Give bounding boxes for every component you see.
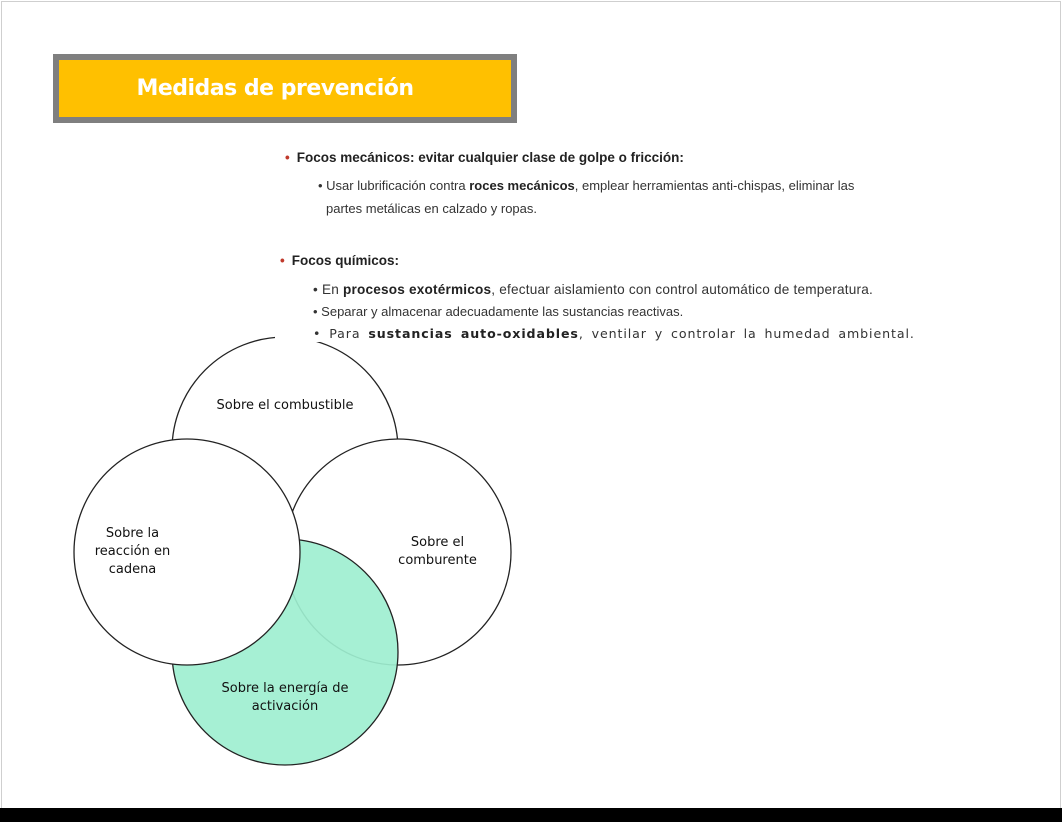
list-item: partes metálicas en calzado y ropas. [326,201,537,216]
list-item: • En procesos exotérmicos, efectuar aisl… [313,282,873,297]
venn-circle-reaccion [73,438,301,666]
list-item: • Separar y almacenar adecuadamente las … [313,304,684,319]
section-heading: • Focos mecánicos: evitar cualquier clase… [285,150,684,165]
heading-text: Focos mecánicos: evitar cualquier clase … [296,150,684,165]
list-item: • Usar lubrificación contra roces mecáni… [318,178,855,193]
prevention-text-block: • Focos mecánicos: evitar cualquier clase… [275,140,975,342]
section-heading: • Focos químicos: [280,253,399,268]
venn-label-combustible: Sobre el combustible [216,398,354,413]
list-item: • Para sustancias auto-oxidables, ventil… [313,326,915,341]
bullet-icon: • [285,150,290,165]
heading-text: Focos químicos: [291,253,399,268]
title-banner: Medidas de prevención [53,54,517,123]
bottom-bar [0,808,1062,822]
slide-title: Medidas de prevención [136,76,414,101]
bullet-icon: • [280,253,285,268]
